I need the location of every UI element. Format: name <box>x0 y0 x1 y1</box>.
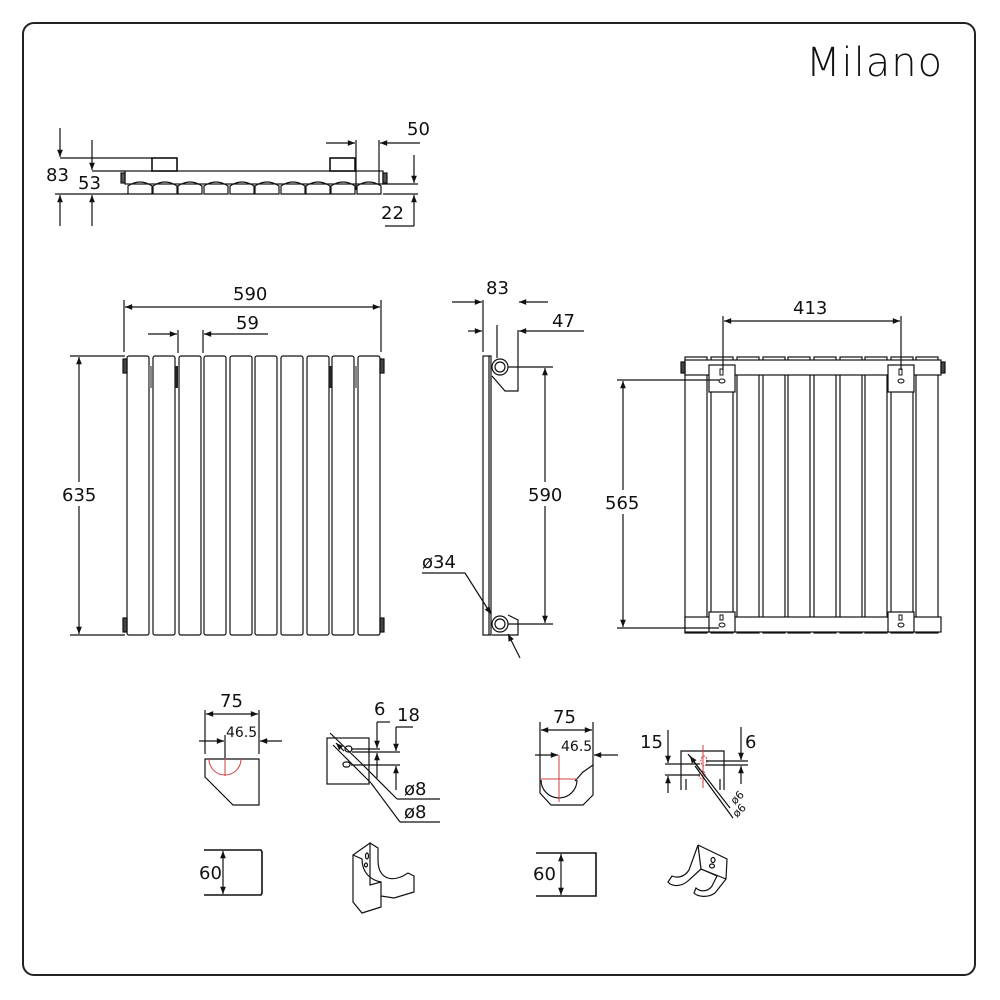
front-view <box>70 300 385 636</box>
rear-view <box>617 316 946 634</box>
dim-bracket-a-hole-spacing: 18 <box>397 705 420 726</box>
dim-top-body-depth: 53 <box>78 173 101 194</box>
dim-bracket-b-hole-offset: 6 <box>745 732 756 753</box>
dim-bracket-b-hole-spacing: 15 <box>640 732 663 753</box>
dim-side-depth: 83 <box>486 278 509 299</box>
top-view <box>55 128 420 227</box>
front-view-sections <box>126 355 381 636</box>
bracket-a-side <box>326 721 440 823</box>
dim-front-width: 590 <box>233 284 267 305</box>
dim-top-overall-depth: 83 <box>46 165 69 186</box>
dim-side-pipe-offset: 47 <box>552 311 575 332</box>
dim-bracket-b-width: 75 <box>553 707 576 728</box>
dim-bracket-a-hole-dia-1: ø8 <box>404 779 426 800</box>
rear-view-sections <box>684 356 939 634</box>
dim-side-pipe-diameter: ø34 <box>422 552 456 573</box>
dim-bracket-a-width: 75 <box>220 691 243 712</box>
dim-bracket-a-hole-dia-2: ø8 <box>404 802 426 823</box>
dim-top-bottom-gap: 22 <box>381 203 404 224</box>
dim-front-height: 635 <box>62 485 96 506</box>
brand-logo: Milano <box>806 40 944 86</box>
dim-side-pipe-centers: 590 <box>528 485 562 506</box>
dim-bracket-b-inner: 46.5 <box>561 739 592 755</box>
dim-rear-bracket-vertical: 565 <box>605 493 639 514</box>
dim-bracket-b-height: 60 <box>533 864 556 885</box>
bracket-a-front <box>199 710 282 806</box>
dim-front-pitch: 59 <box>236 313 259 334</box>
dim-rear-bracket-spacing: 413 <box>793 298 827 319</box>
dim-top-offset: 50 <box>407 119 430 140</box>
bracket-b-top <box>536 852 597 897</box>
drawing-frame <box>22 22 976 976</box>
bracket-b-front <box>535 722 618 806</box>
bracket-b-iso <box>667 844 728 897</box>
top-view-sections <box>127 181 382 195</box>
dim-bracket-a-hole-offset: 6 <box>374 699 385 720</box>
bracket-a-iso <box>352 841 415 914</box>
side-view <box>422 299 584 659</box>
dim-bracket-a-height: 60 <box>199 863 222 884</box>
bracket-b-side <box>665 727 748 819</box>
dim-bracket-a-inner: 46.5 <box>226 725 257 741</box>
bracket-a-top <box>204 849 263 896</box>
